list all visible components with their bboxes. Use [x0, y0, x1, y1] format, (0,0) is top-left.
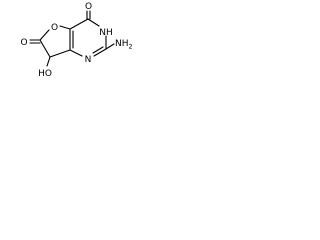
nitrogen-label: N	[85, 55, 92, 65]
bond-c7a-c4	[69, 18, 89, 30]
bond-o-ring-c6	[39, 29, 50, 41]
bond-c5-c4a	[49, 49, 71, 58]
molecular-structure-diagram: O O O NH N NH2 HO	[20, 2, 133, 79]
oxygen-label-carbonyl-top: O	[85, 2, 92, 12]
oxygen-label-carbonyl-left: O	[20, 38, 27, 48]
bond-c2-n1-a	[93, 48, 107, 57]
amino-label: NH2	[115, 39, 133, 51]
nh-label: NH	[99, 28, 113, 38]
amino-label-subscript: 2	[129, 43, 133, 51]
bond-c6-c5	[39, 39, 51, 58]
bond-c4-n3	[87, 18, 100, 27]
bond-c5-oh	[46, 56, 51, 67]
bond-c2-nh2	[105, 43, 115, 50]
oxygen-label-ring: O	[51, 23, 58, 33]
hydroxyl-label: HO	[38, 69, 52, 79]
bond-n1-c4a	[69, 49, 83, 57]
bond-c2-n1-b	[92, 46, 104, 54]
bond-c7a-o-ring	[59, 25, 71, 30]
amino-label-nh: NH	[115, 39, 129, 49]
